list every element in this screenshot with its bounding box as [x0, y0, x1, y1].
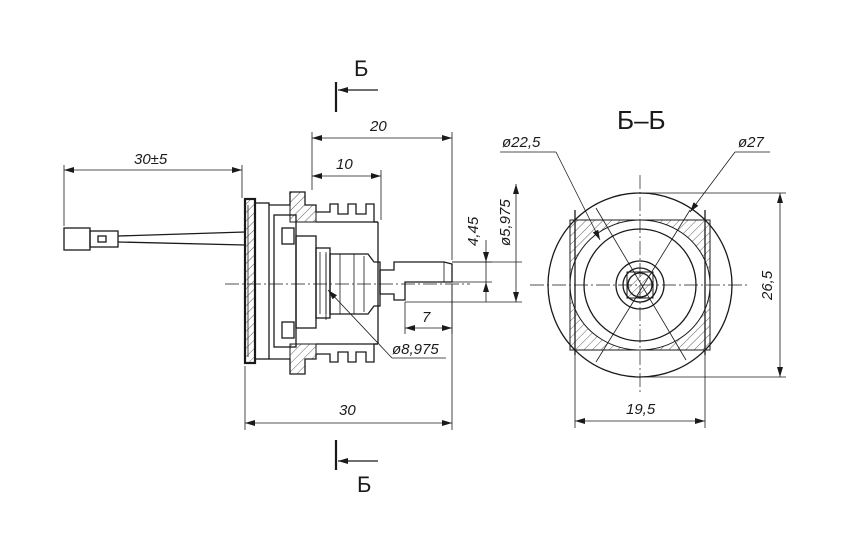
cable-line-2 [117, 241, 246, 246]
dim-shaft-diameter-text: ø5,975 [497, 199, 514, 246]
diag-line-2 [595, 207, 687, 361]
dim-width-text: 19,5 [626, 401, 656, 418]
section-view-title: Б–Б [617, 105, 666, 135]
internal-mechanism [273, 214, 381, 348]
rotor-core [315, 247, 331, 319]
housing-upper-hatch [289, 191, 317, 223]
leader-outer-diameter [689, 151, 736, 213]
dim-sleeve-length: 10 [312, 156, 382, 220]
cable-line-1 [117, 231, 246, 237]
inner-frame [273, 214, 297, 348]
dim-shaft-length: 7 [404, 284, 453, 334]
leader-inner-diameter [555, 151, 601, 241]
terminal-upper [281, 227, 295, 245]
section-mark-bottom: Б [334, 440, 378, 497]
section-view: Б–Б ø22,5 ø27 26,5 [500, 105, 786, 428]
dim-housing-length-text: 20 [369, 118, 387, 135]
terminal-lower [281, 321, 295, 339]
diag-line-1 [595, 209, 691, 363]
housing-upper-wall [269, 191, 378, 223]
connector-plug [63, 227, 246, 251]
housing-lower-hatch [289, 343, 317, 375]
dim-overall-length-text: 30 [339, 402, 356, 419]
section-mark-top: Б [334, 56, 378, 112]
plug-sleeve [89, 230, 119, 248]
dim-collar-diameter-text: ø8,975 [392, 341, 439, 358]
dim-height-text: 26,5 [759, 270, 776, 301]
dim-housing-length: 20 [311, 118, 453, 260]
dim-height: 26,5 [640, 192, 786, 378]
dim-sleeve-length-text: 10 [336, 156, 353, 173]
dim-flat-height: 4,45 [452, 216, 492, 302]
dim-inner-diameter-text: ø22,5 [502, 134, 541, 151]
end-cover [243, 197, 270, 365]
section-letter-top: Б [354, 56, 368, 81]
plug-body [63, 227, 91, 251]
dim-outer-diameter-text: ø27 [738, 134, 765, 151]
dim-shaft-length-text: 7 [422, 309, 431, 326]
section-letter-bottom: Б [357, 472, 371, 497]
bearing-block [295, 235, 317, 329]
dim-collar-diameter: ø8,975 [325, 254, 446, 359]
output-shaft [379, 261, 453, 301]
leader-line [327, 289, 393, 359]
section-hatch-ring [569, 219, 711, 351]
dim-cable-length: 30±5 [63, 151, 243, 226]
dim-width: 19,5 [574, 355, 706, 428]
dim-flat-height-text: 4,45 [465, 216, 482, 246]
shaft-collar [329, 253, 381, 315]
dim-shaft-diameter: ø5,975 [405, 184, 522, 303]
plug-latch [97, 235, 107, 243]
housing-lower-wall [269, 343, 378, 375]
dim-cable-length-text: 30±5 [134, 151, 168, 168]
shaft-body [379, 261, 453, 301]
side-view: 30±5 20 10 30 7 [63, 118, 522, 430]
cover-plate-hatch [244, 198, 256, 364]
housing [269, 191, 379, 375]
cover-ring [254, 202, 270, 360]
